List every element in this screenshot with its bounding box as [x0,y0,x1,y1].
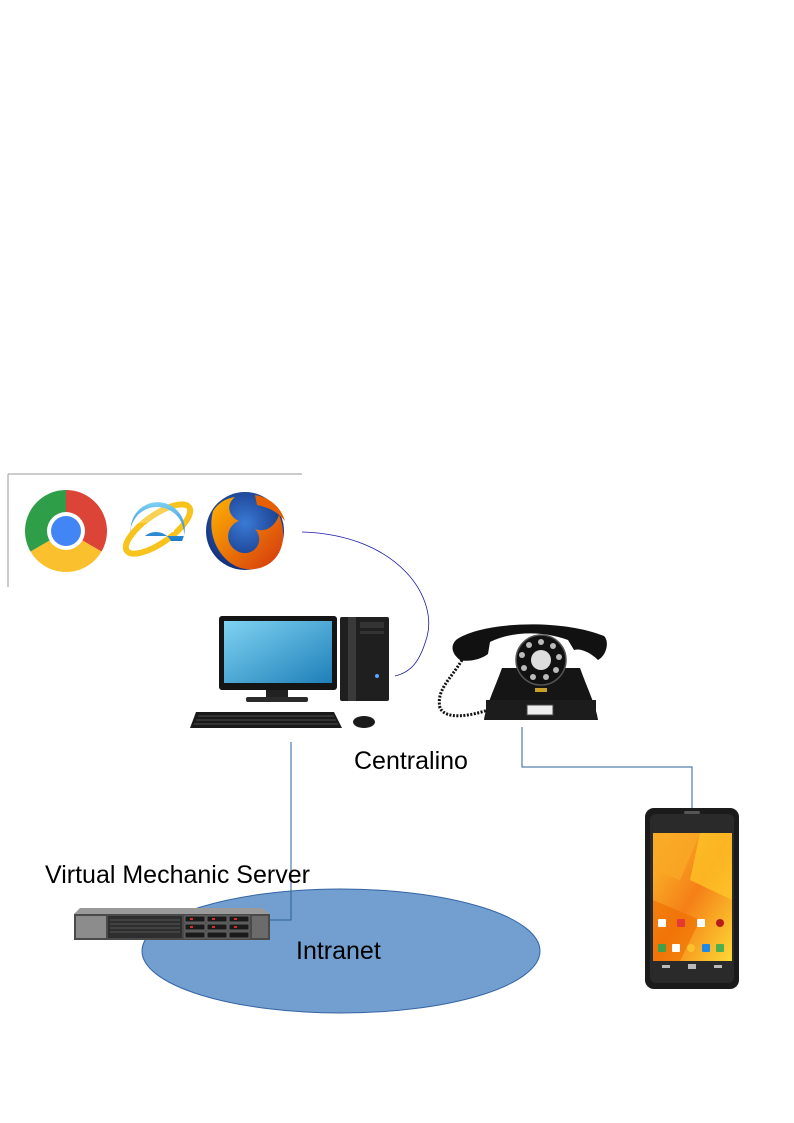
firefox-icon [206,492,285,570]
intranet-label: Intranet [296,937,381,965]
rack-server-icon [74,908,270,940]
centralino-label: Centralino [354,747,468,775]
chrome-icon [25,490,107,572]
browser-to-computer-link [301,531,430,677]
desktop-computer-icon [190,616,389,728]
rotary-telephone-icon [437,624,607,720]
smartphone-icon [645,808,739,989]
connections [265,531,693,921]
telephone-to-smartphone-link [521,727,693,808]
browser-icons-box [7,473,302,587]
internet-explorer-icon [122,501,194,557]
server-label: Virtual Mechanic Server [45,861,310,889]
computer-to-server-link [265,742,292,921]
